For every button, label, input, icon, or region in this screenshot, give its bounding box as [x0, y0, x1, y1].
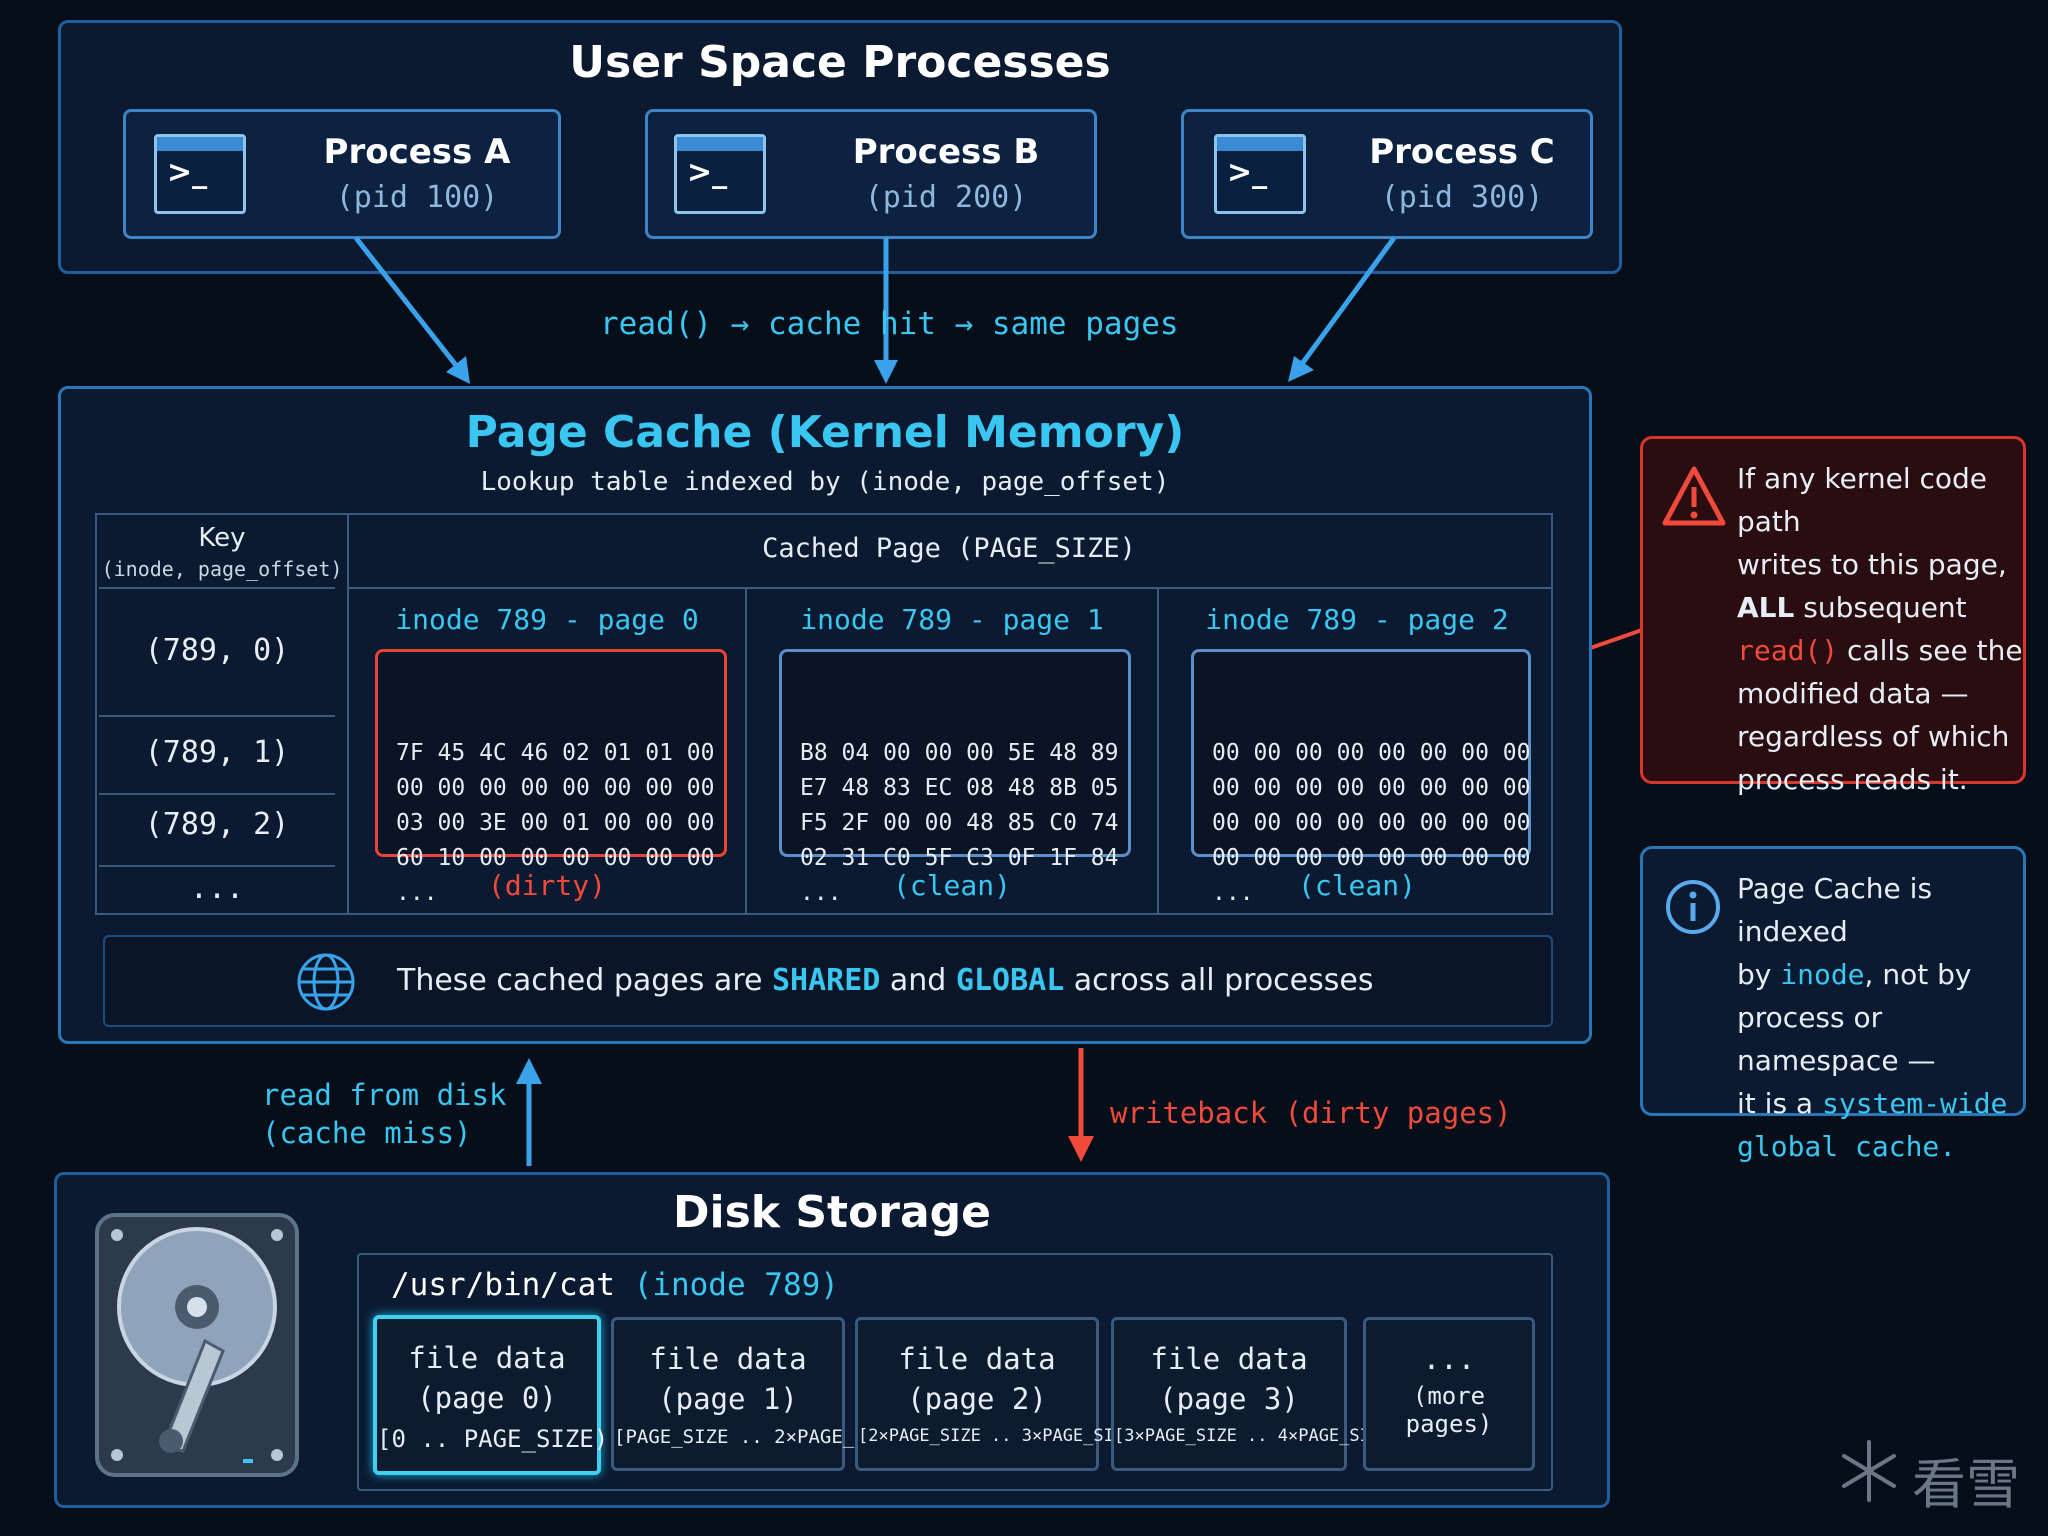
- read-from-disk-label: read from disk (cache miss): [262, 1078, 507, 1150]
- terminal-icon: >_: [1214, 134, 1306, 214]
- page-cache-title: Page Cache (Kernel Memory): [465, 407, 1185, 458]
- read-cache-hit-label: read() → cache hit → same pages: [600, 306, 1179, 342]
- process-a-box: >_ Process A (pid 100): [123, 109, 561, 239]
- process-name: Process A: [323, 132, 511, 172]
- cache-lookup-table: Key (inode, page_offset) Cached Page (PA…: [95, 513, 1553, 915]
- page-label: inode 789 - page 2: [1205, 603, 1509, 636]
- key-cell: ...: [189, 871, 245, 906]
- key-cell: (789, 2): [144, 807, 290, 842]
- key-column-subheader: (inode, page_offset): [101, 557, 343, 581]
- disk-block-page-1: file data (page 1) [PAGE_SIZE .. 2×PAGE_…: [611, 1317, 911, 1471]
- process-c-box: >_ Process C (pid 300): [1181, 109, 1593, 239]
- shared-global-banner: These cached pages are SHARED and GLOBAL…: [103, 935, 1553, 1027]
- warning-text: If any kernel code path writes to this p…: [1737, 462, 2023, 796]
- info-icon: [1666, 880, 1720, 934]
- file-path: /usr/bin/cat (inode 789): [391, 1267, 839, 1303]
- disk-block-page-2: file data (page 2) [2×PAGE_SIZE .. 3×PAG…: [855, 1317, 1145, 1471]
- page-label: inode 789 - page 1: [800, 603, 1104, 636]
- shared-global-text: These cached pages are SHARED and GLOBAL…: [397, 963, 1374, 998]
- page-label: inode 789 - page 0: [395, 603, 699, 636]
- key-cell: (789, 0): [144, 633, 290, 668]
- info-note: Page Cache is indexed by inode, not by p…: [1640, 846, 2026, 1163]
- read-from-disk-arrow: [516, 1058, 542, 1166]
- process-pid: (pid 100): [335, 180, 499, 215]
- process-a-arrow: [354, 236, 470, 384]
- user-space-title: User Space Processes: [569, 37, 1111, 88]
- writeback-arrow: [1068, 1048, 1094, 1162]
- page-state-clean: (clean): [892, 869, 1011, 902]
- disk-block-more: ... (more pages): [1363, 1317, 1535, 1471]
- process-name: Process C: [1369, 132, 1555, 172]
- page-state-clean: (clean): [1297, 869, 1416, 902]
- page-cache-panel: Page Cache (Kernel Memory) Lookup table …: [58, 386, 1592, 1044]
- info-text: Page Cache is indexed by inode, not by p…: [1737, 872, 2008, 1163]
- key-column-header: Key: [198, 523, 246, 553]
- disk-storage-title: Disk Storage: [672, 1187, 992, 1238]
- warning-note: If any kernel code path writes to this p…: [1640, 436, 2026, 796]
- disk-block-page-3: file data (page 3) [3×PAGE_SIZE .. 4×PAG…: [1111, 1317, 1401, 1471]
- page-cache-subtitle: Lookup table indexed by (inode, page_off…: [480, 467, 1170, 497]
- page-state-dirty: (dirty): [487, 869, 606, 902]
- process-b-box: >_ Process B (pid 200): [645, 109, 1097, 239]
- user-space-panel: User Space Processes >_ Process A (pid 1…: [58, 20, 1622, 274]
- terminal-icon: >_: [154, 134, 246, 214]
- watermark-text: 看雪: [1912, 1453, 2020, 1516]
- process-c-arrow: [1288, 236, 1397, 382]
- terminal-icon: >_: [674, 134, 766, 214]
- globe-icon: [297, 953, 355, 1011]
- warning-icon: [1662, 466, 1726, 526]
- key-cell: (789, 1): [144, 735, 290, 770]
- process-b-arrow: [874, 238, 898, 384]
- process-pid: (pid 200): [864, 180, 1028, 215]
- disk-block-page-0: file data (page 0) [0 .. PAGE_SIZE): [373, 1315, 608, 1475]
- snowflake-icon: [1842, 1440, 1896, 1502]
- process-name: Process B: [852, 132, 1040, 172]
- process-pid: (pid 300): [1380, 180, 1544, 215]
- cached-page-header: Cached Page (PAGE_SIZE): [762, 533, 1136, 564]
- hard-drive-icon: [95, 1213, 299, 1477]
- disk-storage-panel: Disk Storage /usr/bin/cat (inode 789) fi…: [54, 1172, 1610, 1508]
- file-region: /usr/bin/cat (inode 789) file data (page…: [357, 1253, 1553, 1491]
- writeback-label: writeback (dirty pages): [1110, 1096, 1512, 1130]
